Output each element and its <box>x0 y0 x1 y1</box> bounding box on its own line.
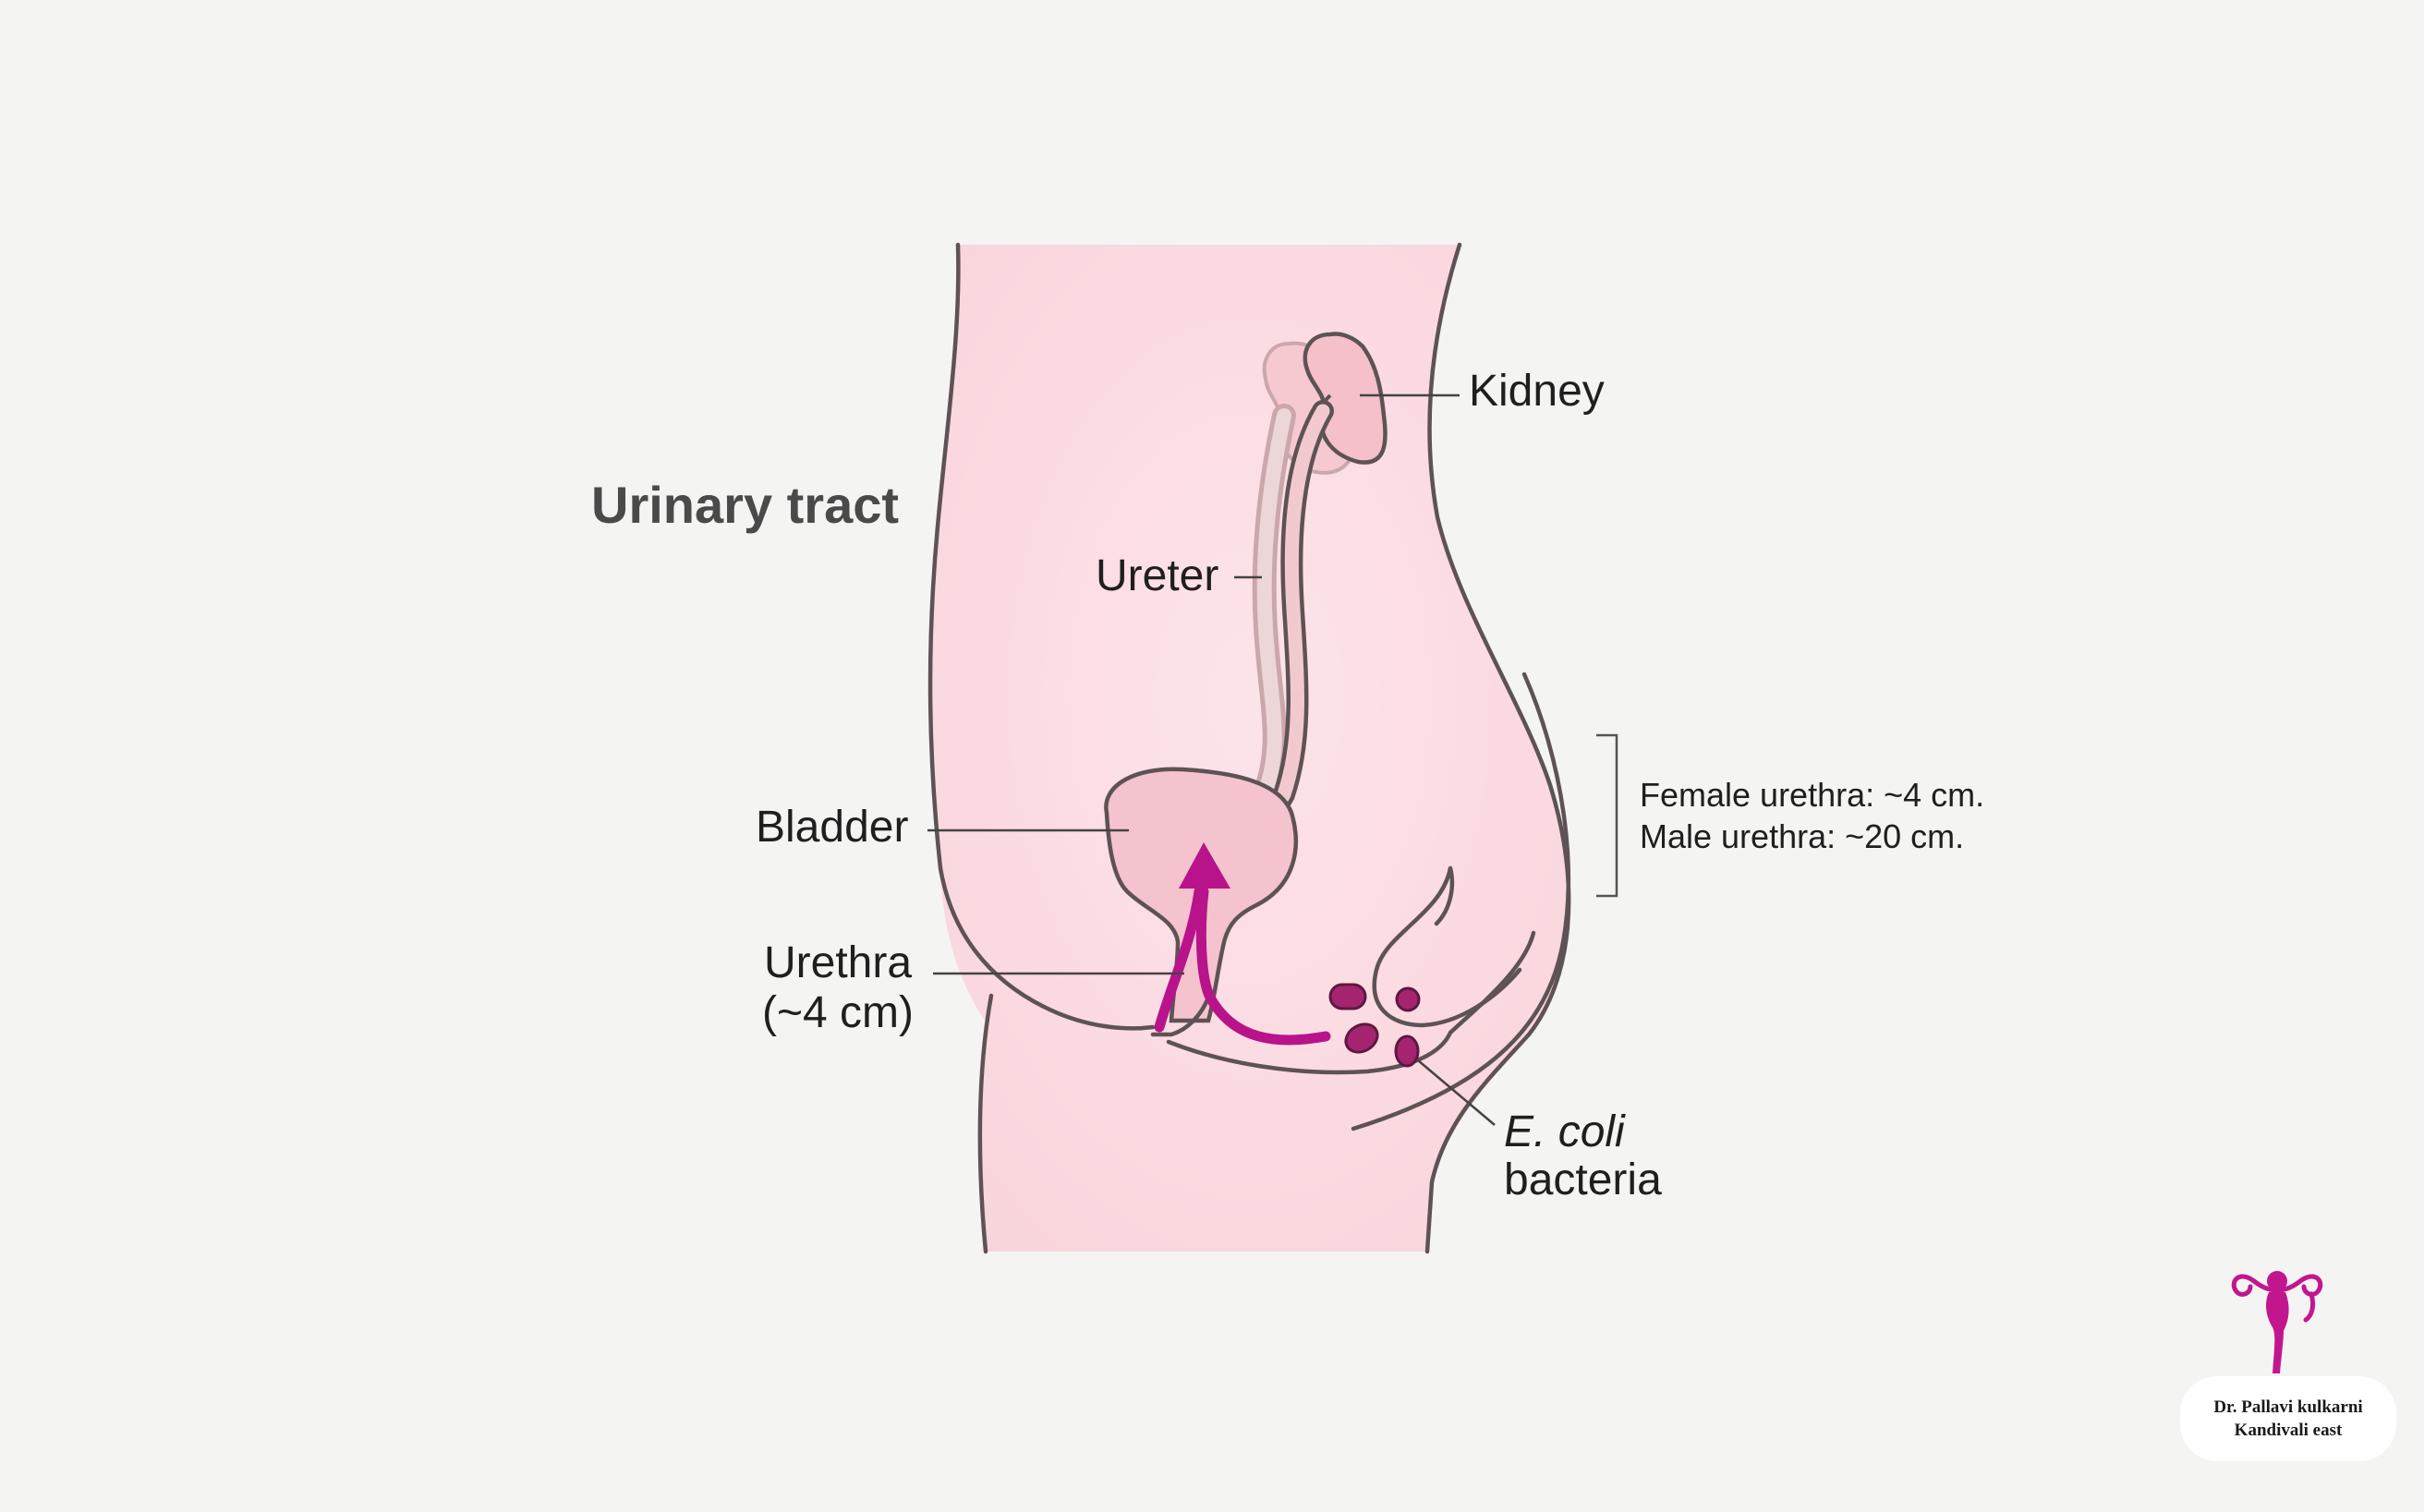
vaginal-canal-outline <box>1372 865 1522 1028</box>
urethra-label-line2: (~4 cm) <box>761 988 914 1037</box>
brand-card: Dr. Pallavi kulkarni Kandivali east <box>2180 1376 2396 1461</box>
bacterium-3 <box>1344 1022 1379 1054</box>
urethra-label: Urethra (~4 cm) <box>756 938 920 1038</box>
ureter-label: Ureter <box>1096 551 1219 600</box>
ecoli-label: E. coli bacteria <box>1504 1108 1662 1204</box>
urethra-label-line1: Urethra <box>763 938 913 987</box>
brand-location: Kandivali east <box>2234 1421 2343 1440</box>
male-urethra-length: Male urethra: ~20 cm. <box>1640 817 1965 855</box>
woman-uterus-logo-icon <box>2231 1271 2323 1373</box>
urethra-length-note: Female urethra: ~4 cm. Male urethra: ~20… <box>1640 774 1984 857</box>
female-urethra-length: Female urethra: ~4 cm. <box>1640 776 1985 814</box>
ureter-back-lumen <box>1256 408 1291 792</box>
length-bracket <box>1596 733 1618 898</box>
body-outline-left-lower <box>977 993 994 1254</box>
pelvic-fold <box>1434 865 1455 926</box>
infection-path-arrow <box>1195 886 1331 1046</box>
bacterium-4 <box>1394 1034 1420 1068</box>
urethra-tube <box>1150 995 1211 1037</box>
brand-name: Dr. Pallavi kulkarni <box>2213 1397 2363 1417</box>
body-outline-left <box>927 242 1156 1031</box>
ecoli-label-name: E. coli <box>1504 1107 1625 1156</box>
bacterium-2 <box>1395 986 1421 1012</box>
diagram-title: Urinary tract <box>591 476 900 534</box>
body-outline-right <box>1424 242 1571 1254</box>
urethra-highlight-arrow <box>1154 886 1205 1033</box>
ecoli-label-line2: bacteria <box>1504 1155 1662 1204</box>
ecoli-leader <box>1417 1059 1496 1126</box>
bladder-label: Bladder <box>756 803 909 852</box>
arrowhead <box>1179 842 1230 889</box>
kidney-label: Kidney <box>1469 367 1605 416</box>
bacterium-1 <box>1328 983 1367 1010</box>
